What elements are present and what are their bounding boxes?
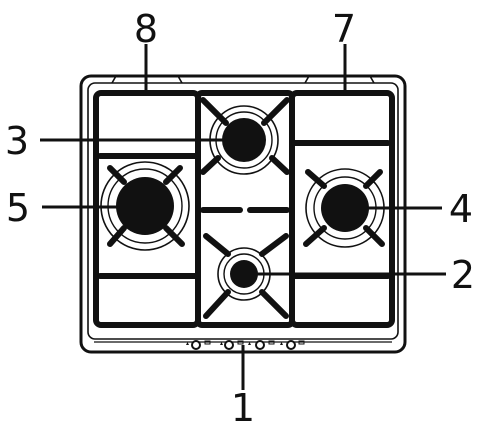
grate-right-burner4-arms [303,169,385,247]
grate-middle-burner3-arms [200,155,290,175]
callout-8: 8 [134,7,158,51]
grate-middle-top-diagonals [200,97,290,126]
callout-5: 5 [6,186,30,230]
knob-1 [186,340,211,350]
callout-labels: 8 7 3 5 4 2 1 [5,7,475,424]
pan-support-grids [93,90,395,328]
callout-7: 7 [332,7,356,51]
leader-lines [40,44,446,390]
callout-2: 2 [451,253,475,297]
callout-1: 1 [231,386,255,424]
hob-inner-frame [87,82,399,340]
control-knobs [186,340,305,350]
burner-rear-middle [209,105,279,175]
callout-3: 3 [5,119,29,163]
knob-3 [248,340,275,350]
grate-middle-burner2-arms [203,233,289,319]
callout-4: 4 [449,187,473,231]
grate-left-burner5-arms [107,165,185,247]
knob-2 [220,340,244,350]
knob-4 [280,340,305,350]
rear-right-support-bracket [304,75,375,84]
burners [100,105,385,301]
